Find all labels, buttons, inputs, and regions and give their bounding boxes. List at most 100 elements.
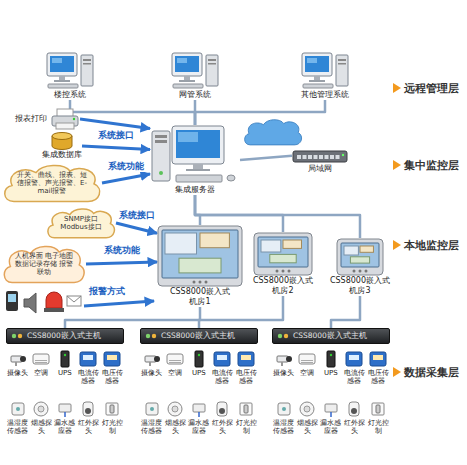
host-leds-part (278, 334, 282, 338)
leak-icon (190, 400, 208, 418)
layer-label: 集中监控层 (404, 158, 459, 172)
switch-icon-part (330, 155, 334, 159)
computer-node: 楼控系统 (45, 52, 95, 100)
smoke-icon (166, 400, 184, 418)
thsensor-icon-part (146, 403, 158, 415)
host-leds (275, 329, 291, 343)
node-label: 机房1 (157, 297, 243, 307)
server-icon-part (193, 164, 203, 169)
ups-icon (322, 350, 340, 368)
server-icon (150, 125, 240, 185)
vmeter-icon-part (373, 355, 383, 360)
node-label: 机房2 (253, 286, 313, 296)
node-label: 温湿度传感器 (272, 419, 295, 435)
server-icon-part (178, 132, 198, 142)
computer-node: 其他管理系统 (300, 52, 350, 100)
printer-node: 报表打印 (15, 108, 80, 130)
node-label: 机房3 (330, 286, 390, 296)
node-label: 漏水感应器 (187, 419, 210, 435)
server-icon-part (186, 169, 210, 171)
sensor-node: 烟感探头 (30, 400, 53, 435)
edge-label: 系统接口 (118, 210, 156, 221)
node-label: 灯光控制 (100, 419, 123, 435)
node-label: 烟感探头 (30, 419, 53, 435)
switch-icon-part (293, 151, 347, 162)
layer-label: 远程管理层 (404, 81, 459, 95)
host-unit: CSS8000嵌入式主机 (140, 328, 258, 344)
computer-icon-part (305, 56, 329, 72)
sensor-node: 电流传感器 (77, 350, 100, 385)
camera-icon-part (281, 362, 283, 366)
node-label: 电压传感器 (100, 369, 123, 385)
infrared-icon (345, 400, 363, 418)
flow-arrow (82, 146, 150, 150)
node-label: 空调 (164, 369, 187, 377)
host-leds-part (152, 334, 156, 338)
node-label: 其他管理系统 (300, 90, 350, 100)
node-label: CSS8000嵌入式主机 (293, 329, 389, 343)
computer-icon-part (179, 80, 195, 82)
node-label: UPS (187, 369, 210, 377)
thsensor-icon-part (282, 407, 286, 411)
server-icon-part (159, 171, 163, 175)
node-label: 电压传感器 (366, 369, 389, 385)
layer-marker (393, 240, 401, 250)
sensor-node: 电压传感器 (234, 350, 257, 385)
node-label: CSS8000嵌入式 (330, 276, 390, 286)
panel-icon-part (162, 230, 238, 278)
sensor-node: 红外探头 (211, 400, 234, 435)
server-icon-part (155, 135, 167, 138)
panel-icon-part (352, 270, 355, 273)
callout-label: 报警方式 (88, 286, 126, 297)
switch-icon-part (314, 155, 318, 159)
node-label: CSS8000嵌入式 (253, 276, 313, 286)
smoke-icon-part (172, 406, 178, 412)
switch-icon-part (308, 155, 312, 159)
panel-icon-part (341, 243, 379, 267)
node-label: 空调 (30, 369, 53, 377)
sensor-node: 电压传感器 (366, 350, 389, 385)
panel-icon (157, 225, 243, 287)
thsensor-icon (275, 400, 293, 418)
smoke-icon (32, 400, 50, 418)
touch-panel: CSS8000嵌入式机房2 (253, 232, 313, 296)
vmeter-icon (237, 350, 255, 368)
strobe-icon (44, 308, 64, 312)
camera-icon-part (286, 356, 292, 362)
switch-icon-part (325, 155, 329, 159)
network-line (65, 307, 200, 328)
node-label: CSS8000嵌入式 (157, 287, 243, 297)
panel-icon-part (205, 281, 208, 284)
panel-icon-part (287, 270, 290, 273)
infrared-icon-part (219, 408, 225, 414)
sensor-node: 摄像头 (140, 350, 163, 377)
smoke-icon-part (38, 406, 44, 412)
lightctl-icon-part (240, 403, 252, 415)
sensor-node: UPS (187, 350, 210, 377)
node-label: 烟感探头 (296, 419, 319, 435)
sensor-node: UPS (53, 350, 76, 377)
node-label: 电流传感器 (77, 369, 100, 385)
computer-icon-part (47, 53, 77, 76)
infrared-icon-part (85, 408, 91, 414)
edge-label: 系统功能 (107, 161, 145, 172)
aircon-icon (298, 350, 316, 368)
node-label: 温湿度传感器 (6, 419, 29, 435)
ameter-icon (345, 350, 363, 368)
sensor-node: 摄像头 (272, 350, 295, 377)
internet-cloud (245, 120, 302, 145)
computer-icon-part (175, 56, 199, 72)
node-label: 灯光控制 (366, 419, 389, 435)
node-label: 电流传感器 (343, 369, 366, 385)
node-label: UPS (53, 369, 76, 377)
computer-icon-part (83, 59, 91, 61)
computer-icon-part (336, 55, 348, 86)
sensor-node: 红外探头 (343, 400, 366, 435)
leak-icon-part (64, 412, 66, 417)
server-icon-part (155, 140, 167, 143)
printer-icon-part (56, 123, 74, 129)
leak-icon (56, 400, 74, 418)
internet-cloud (245, 120, 302, 145)
phone-icon (8, 294, 16, 302)
sensor-node: 温湿度传感器 (6, 400, 29, 435)
